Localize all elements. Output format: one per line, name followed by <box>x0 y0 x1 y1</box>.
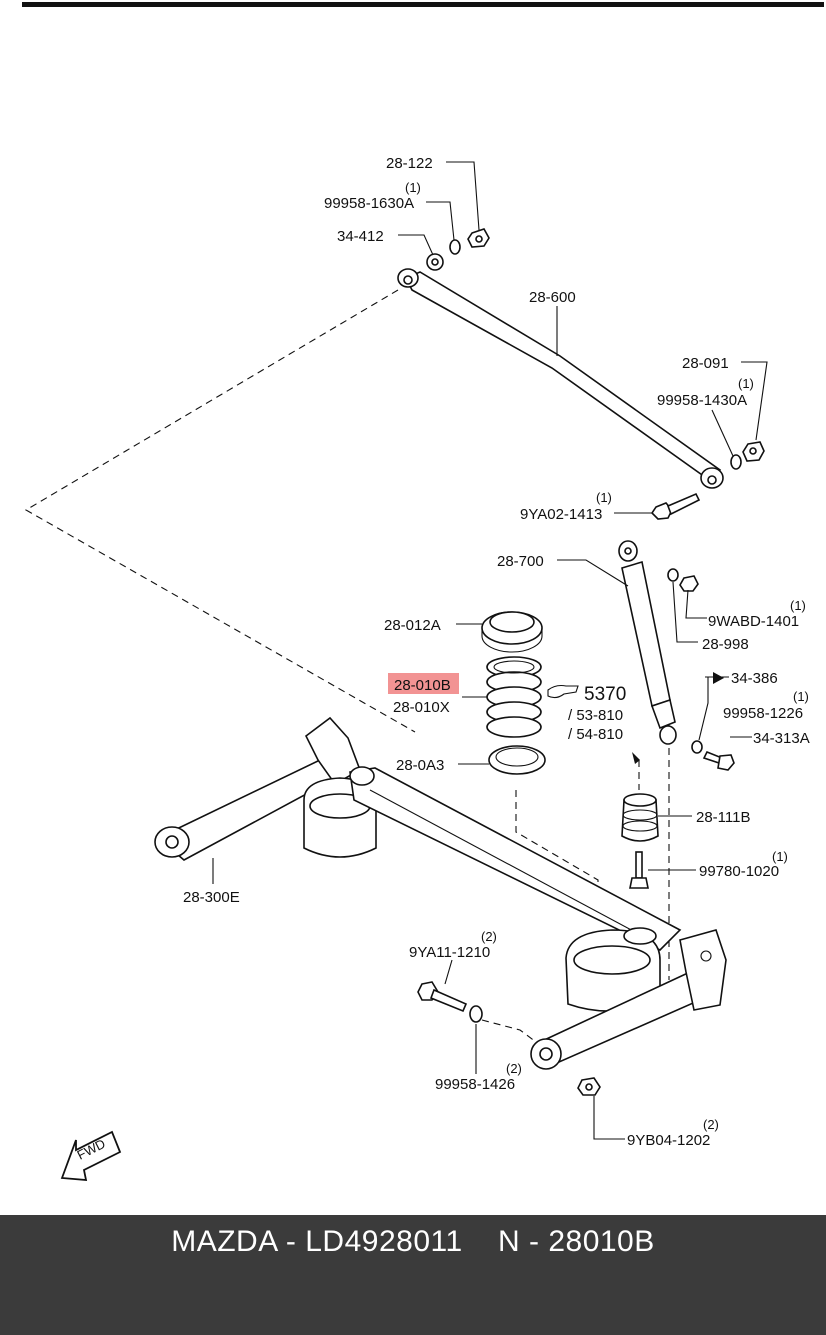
bolt-34-313a <box>702 750 735 771</box>
label-28-300e: 28-300E <box>183 889 240 906</box>
rear-axle-beam <box>154 716 727 1070</box>
top-border <box>22 2 824 7</box>
bolt-9ya11-1210 <box>417 981 468 1013</box>
label-9wabd-1401: 9WABD-1401 <box>708 613 799 630</box>
bolt-9ya02-1413 <box>650 492 701 520</box>
label-54-810: / 54-810 <box>568 726 623 743</box>
qty-99958-1630a: (1) <box>405 180 421 195</box>
upper-spring-seat <box>481 611 543 653</box>
fwd-arrow-icon: FWD <box>60 1130 122 1181</box>
label-99780-1020: 99780-1020 <box>699 863 779 880</box>
assembly-dashed-line-bolt <box>481 1019 541 1046</box>
label-99958-1226: 99958-1226 <box>723 705 803 722</box>
label-34-412: 34-412 <box>337 228 384 245</box>
leader-lines <box>212 161 768 1140</box>
nut-9wabd-1401 <box>679 575 699 592</box>
nut-28-122 <box>467 228 490 248</box>
nut-9yb04-1202 <box>577 1077 601 1096</box>
qty-99780-1020: (1) <box>772 849 788 864</box>
label-9yb04-1202: 9YB04-1202 <box>627 1132 710 1149</box>
bump-stop <box>621 793 659 842</box>
label-5370: 5370 <box>584 684 626 705</box>
pointing-hand-icon <box>547 684 579 699</box>
part-labels: 28-122 (1) 99958-1630A 34-412 28-600 28-… <box>183 155 810 1149</box>
label-99958-1430a: 99958-1430A <box>657 392 747 409</box>
label-28-012a: 28-012A <box>384 617 441 634</box>
label-99958-1630a: 99958-1630A <box>324 195 414 212</box>
arrow-34-386-icon <box>713 672 724 684</box>
lateral-rod <box>397 268 724 489</box>
label-28-998: 28-998 <box>702 636 749 653</box>
bolt-99780-1020 <box>629 851 649 889</box>
highlight-28-010b <box>388 673 459 694</box>
arrow-bump-stop-icon <box>632 752 640 764</box>
qty-9ya02-1413: (1) <box>596 490 612 505</box>
qty-9wabd-1401: (1) <box>790 598 806 613</box>
label-28-700: 28-700 <box>497 553 544 570</box>
label-28-010b[interactable]: 28-010B <box>394 677 451 694</box>
qty-99958-1226: (1) <box>793 689 809 704</box>
assembly-dashed-line-left <box>24 289 416 733</box>
washer-99958-1226 <box>691 740 703 754</box>
qty-99958-1426: (2) <box>506 1061 522 1076</box>
label-28-0a3: 28-0A3 <box>396 757 444 774</box>
label-28-111b: 28-111B <box>696 809 751 826</box>
coil-spring <box>486 656 542 738</box>
label-9ya11-1210: 9YA11-1210 <box>409 944 490 961</box>
part-number-caption: MAZDA - LD4928011 N - 28010B <box>171 1225 655 1258</box>
nut-28-091 <box>742 441 765 462</box>
label-34-313a: 34-313A <box>753 730 810 747</box>
label-28-091: 28-091 <box>682 355 729 372</box>
shock-absorber <box>618 540 677 745</box>
label-28-600: 28-600 <box>529 289 576 306</box>
label-28-122: 28-122 <box>386 155 433 172</box>
label-28-010x: 28-010X <box>393 699 450 716</box>
washer-99958-1426 <box>469 1005 483 1023</box>
qty-9ya11-1210: (2) <box>481 929 497 944</box>
label-99958-1426: 99958-1426 <box>435 1076 515 1093</box>
washer-99958-1630a <box>449 239 461 255</box>
part-number-footer: MAZDA - LD4928011 N - 28010B <box>0 1215 826 1335</box>
label-53-810: / 53-810 <box>568 707 623 724</box>
label-9ya02-1413: 9YA02-1413 <box>520 506 602 523</box>
qty-9yb04-1202: (2) <box>703 1117 719 1132</box>
diagram-svg: FWD 28-122 (1) 99958-1630A 34-412 28-600… <box>22 2 824 1181</box>
parts-diagram: FWD 28-122 (1) 99958-1630A 34-412 28-600… <box>22 2 824 1181</box>
label-34-386: 34-386 <box>731 670 778 687</box>
qty-99958-1430a: (1) <box>738 376 754 391</box>
washer-99958-1430a <box>730 454 742 470</box>
washer-28-998 <box>667 568 679 582</box>
lower-spring-seat <box>488 745 546 775</box>
